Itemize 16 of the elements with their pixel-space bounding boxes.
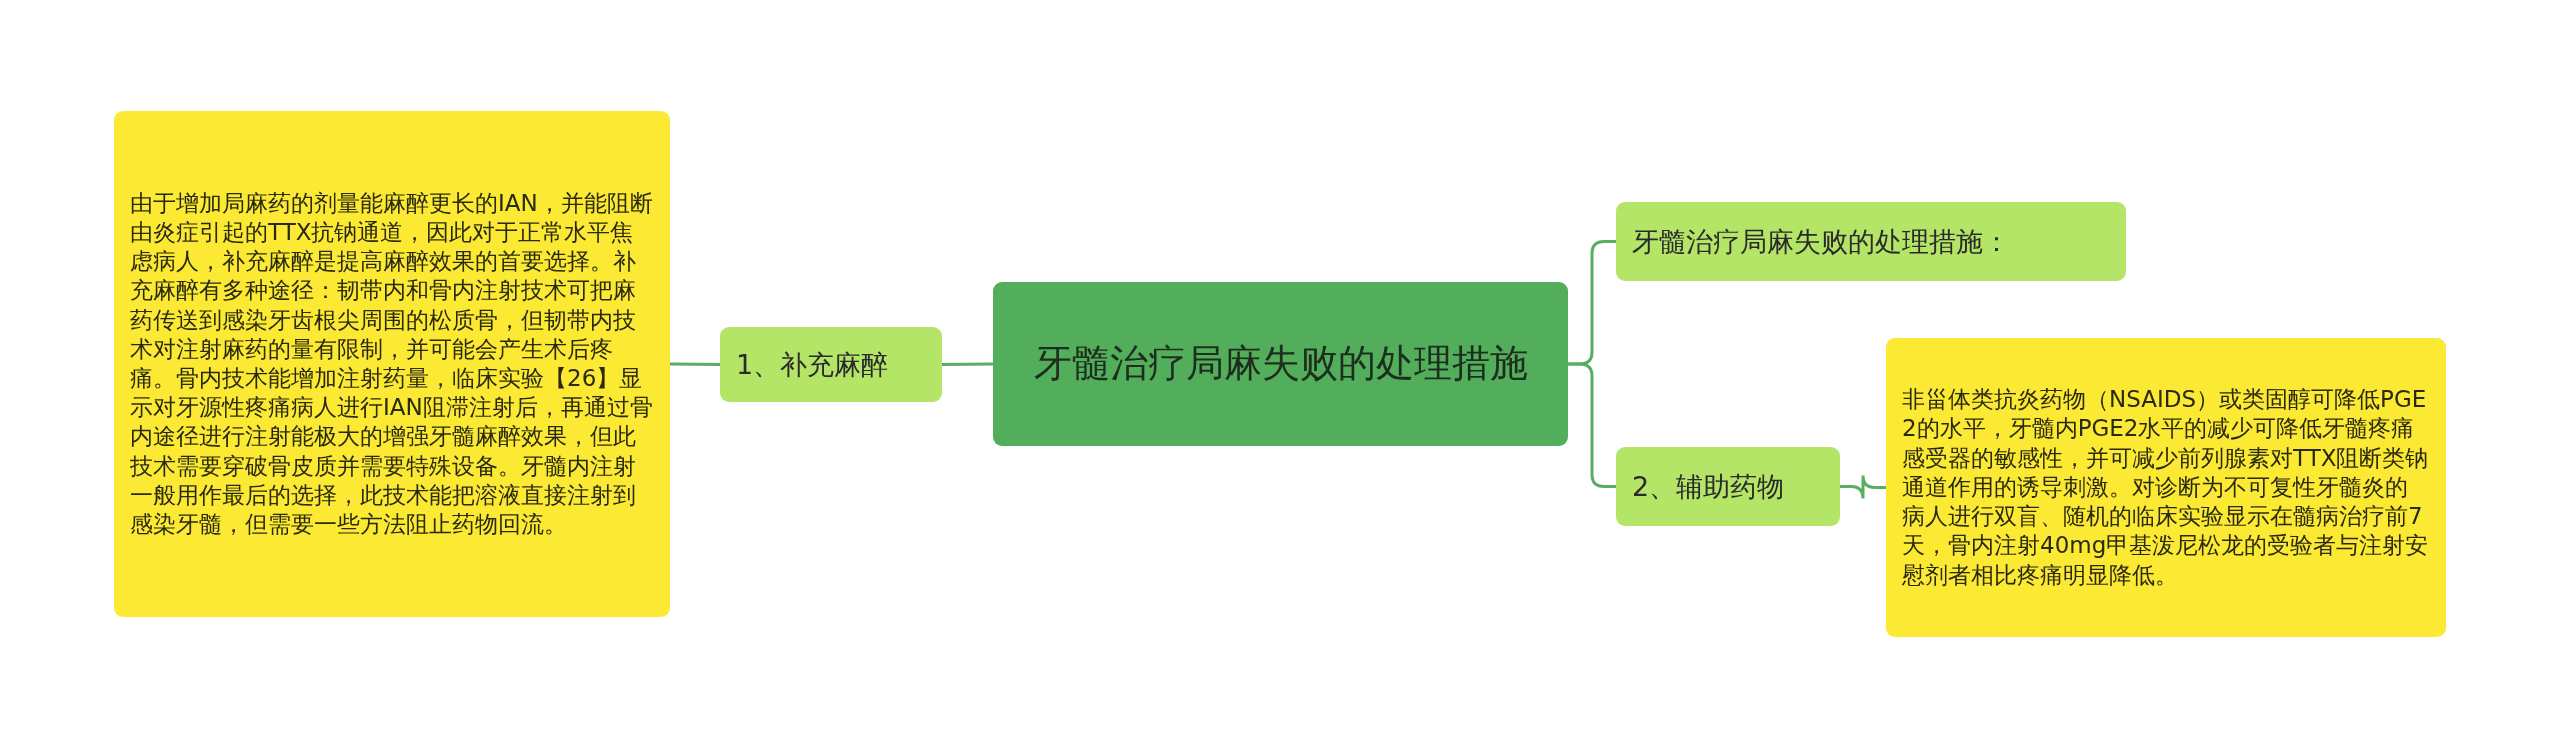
note-box bbox=[114, 111, 670, 617]
topic-text: 牙髓治疗局麻失败的处理措施 bbox=[1033, 340, 1528, 388]
topic-text: 非甾体类抗炎药物（NSAIDS）或类固醇可降低PGE2的水平，牙髓内PGE2水平的减少可降低牙髓疼痛感受器的敏感性，并可减少前列腺素对TTX阻断类钠通道作用的诱导刺激。对诊断为不可复性牙髓炎的病人进行双盲、随机的临床实验显示在髓病治疗前7天，骨内注射40mg甲基泼尼松龙的受验者与注射安慰剂者相比疼痛明显降低。 bbox=[1902, 385, 2430, 590]
connector-line bbox=[942, 362, 993, 366]
root-topic-box bbox=[993, 282, 1568, 446]
connector-line bbox=[1568, 362, 1616, 488]
topic-text: 由于增加局麻药的剂量能麻醉更长的IAN，并能阻断由炎症引起的TTX抗钠通道，因此对于正常水平焦虑病人，补充麻醉是提高麻醉效果的首要选择。补充麻醉有多种途径：韧带内和骨内注射技术可把麻药传送到感染牙齿根尖周围的松质骨，但韧带内技术对注射麻药的量有限制，并可能会产生术后疼痛。骨内技术能增加注射药量，临床实验【26】显示对牙源性疼痛病人进行IAN阻滞注射后，再通过骨内途径进行注射能极大的增强牙髓麻醉效果，但此技术需要穿破骨皮质并需要特殊设备。牙髓内注射一般用作最后的选择，此技术能把溶液直接注射到感染牙髓，但需要一些方法阻止药物回流。 bbox=[130, 188, 654, 539]
connector-line bbox=[670, 362, 720, 366]
subtopic-box bbox=[1616, 447, 1840, 526]
subtopic-box bbox=[1616, 202, 2126, 281]
topic-text: 1、补充麻醉 bbox=[736, 347, 889, 382]
topic-text: 牙髓治疗局麻失败的处理措施： bbox=[1632, 224, 2010, 259]
note-box bbox=[1886, 338, 2446, 637]
subtopic-box bbox=[720, 327, 942, 402]
topic-text: 2、辅助药物 bbox=[1632, 469, 1785, 504]
connector-line bbox=[1840, 474, 1886, 500]
